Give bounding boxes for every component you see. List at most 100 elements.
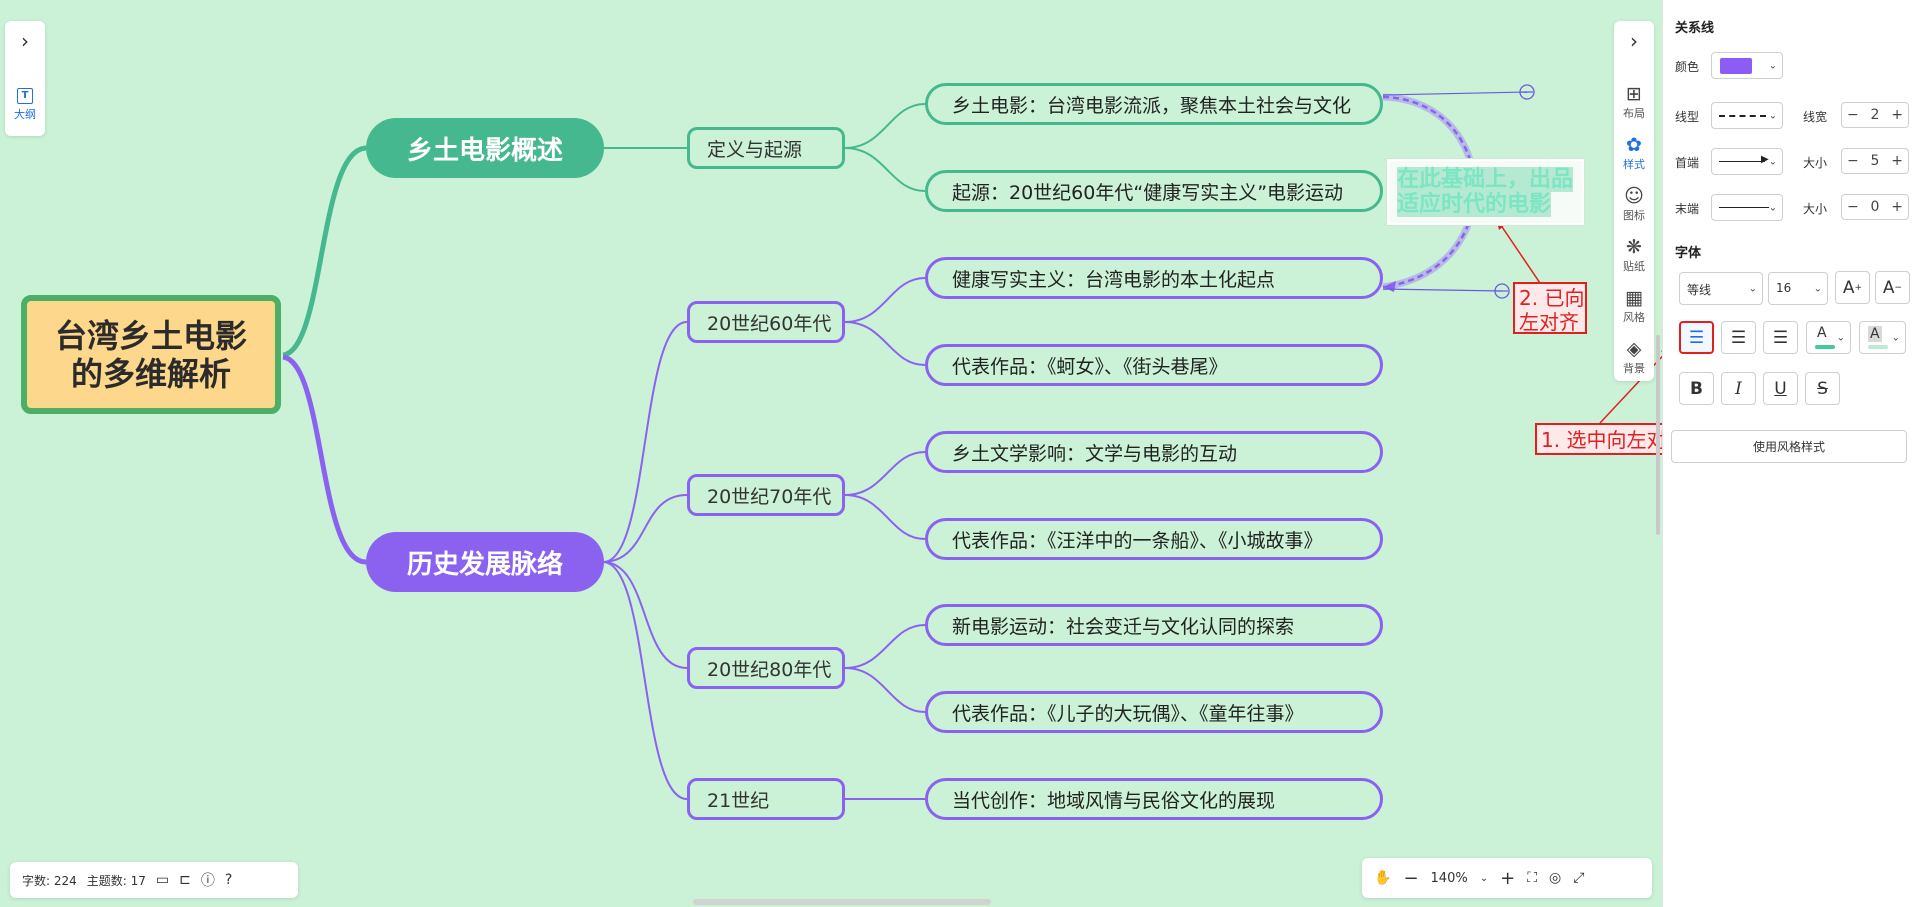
leaf-topic[interactable]: 当代创作：地域风情与民俗文化的展现 — [925, 778, 1383, 820]
decrement-icon[interactable]: − — [1847, 153, 1859, 169]
leaf-topic[interactable]: 代表作品：《蚵女》、《街头巷尾》 — [925, 344, 1383, 386]
strikethrough-button[interactable]: S — [1805, 372, 1840, 405]
chevron-down-icon: ⌄ — [1813, 283, 1822, 294]
help-icon[interactable]: ? — [224, 872, 233, 888]
subtopic-definition[interactable]: 定义与起源 — [687, 127, 845, 169]
font-size-select[interactable]: 16 ⌄ — [1768, 272, 1828, 305]
increment-icon[interactable]: + — [1891, 199, 1903, 215]
leaf-topic[interactable]: 起源：20世纪60年代“健康写实主义”电影运动 — [925, 170, 1383, 212]
info-icon[interactable]: ⓘ — [200, 873, 215, 889]
head-arrow-select[interactable]: ▶ ⌄ — [1711, 148, 1783, 175]
leaf-topic[interactable]: 乡土电影：台湾电影流派，聚焦本土社会与文化 — [925, 83, 1383, 125]
vertical-scrollbar[interactable] — [1656, 335, 1660, 535]
toolbar-theme[interactable]: ▦风格 — [1614, 287, 1654, 325]
outline-icon: T — [17, 88, 33, 104]
line-type-select[interactable]: ⌄ — [1711, 102, 1783, 129]
center-icon[interactable]: ◎ — [1549, 870, 1562, 886]
zoom-dropdown-chevron-icon[interactable]: ⌄ — [1479, 872, 1489, 884]
toolbar-layout[interactable]: ⊞布局 — [1614, 83, 1654, 121]
bold-button[interactable]: B — [1679, 372, 1714, 405]
toolbar-icon[interactable]: ☺图标 — [1614, 185, 1654, 223]
style-panel: 关系线 颜色 ⌄ 线型 ⌄ 线宽 − 2 + 首端 ▶ ⌄ 大小 − 5 + 末… — [1662, 0, 1920, 907]
zoom-out-icon[interactable]: − — [1403, 867, 1419, 889]
outline-label: 大纲 — [14, 108, 36, 121]
toolbar-background[interactable]: ◈背景 — [1614, 338, 1654, 376]
leaf-topic[interactable]: 新电影运动：社会变迁与文化认同的探索 — [925, 604, 1383, 646]
align-right-icon: ☰ — [1772, 327, 1789, 348]
subtopic-21st-century[interactable]: 21世纪 — [687, 778, 845, 820]
align-center-button[interactable]: ☰ — [1721, 321, 1756, 354]
horizontal-scrollbar[interactable] — [693, 899, 991, 905]
subtopic-1980s[interactable]: 20世纪80年代 — [687, 647, 845, 689]
mindmap-canvas[interactable]: 台湾乡土电影的多维解析 乡土电影概述 历史发展脉络 定义与起源 20世纪60年代… — [0, 0, 1662, 907]
align-right-button[interactable]: ☰ — [1763, 321, 1798, 354]
highlight-color-bar — [1868, 345, 1888, 349]
highlight-color-icon: A — [1868, 326, 1882, 342]
relation-line-text[interactable]: 在此基础上，出品 适应时代的电影 — [1386, 158, 1585, 226]
right-toolbar: › ⊞布局 ✿样式 ☺图标 ❋贴纸 ▦风格 ◈背景 — [1614, 21, 1654, 381]
line-color-select[interactable]: ⌄ — [1711, 52, 1783, 79]
leaf-topic[interactable]: 代表作品：《汪洋中的一条船》、《小城故事》 — [925, 518, 1383, 560]
tail-arrow-select[interactable]: ⌄ — [1711, 194, 1783, 221]
highlight-color-select[interactable]: A ⌄ — [1859, 321, 1906, 354]
underline-button[interactable]: U — [1763, 372, 1798, 405]
collapse-panel-chevron-icon[interactable]: › — [1630, 29, 1638, 53]
outline-button[interactable]: T 大纲 — [5, 83, 45, 122]
fit-screen-icon[interactable]: ⛶ — [1527, 870, 1537, 886]
zoom-in-icon[interactable]: + — [1500, 867, 1516, 889]
decrement-icon[interactable]: − — [1847, 199, 1859, 215]
leaf-topic[interactable]: 乡土文学影响：文学与电影的互动 — [925, 431, 1383, 473]
tail-size-stepper[interactable]: − 0 + — [1841, 194, 1909, 220]
hand-tool-icon[interactable]: ✋ — [1374, 870, 1392, 886]
use-theme-style-button[interactable]: 使用风格样式 — [1671, 430, 1907, 463]
zoom-level[interactable]: 140% — [1430, 870, 1468, 886]
left-toolbar: › T 大纲 — [5, 21, 45, 136]
increment-icon[interactable]: + — [1891, 153, 1903, 169]
expand-left-chevron-icon[interactable]: › — [21, 29, 29, 53]
zoom-controls: ✋ − 140% ⌄ + ⛶ ◎ ⤢ — [1362, 858, 1652, 898]
solid-line-preview — [1719, 207, 1769, 208]
head-size-label: 大小 — [1803, 156, 1828, 170]
subtopic-1970s[interactable]: 20世纪70年代 — [687, 474, 845, 516]
font-color-select[interactable]: A ⌄ — [1806, 321, 1851, 354]
line-color-swatch — [1720, 58, 1752, 74]
subtopic-1960s[interactable]: 20世纪60年代 — [687, 301, 845, 343]
line-width-stepper[interactable]: − 2 + — [1841, 102, 1909, 128]
color-label: 颜色 — [1675, 60, 1700, 74]
tail-label: 末端 — [1675, 202, 1700, 216]
increment-icon[interactable]: + — [1891, 107, 1903, 123]
toolbar-sticker[interactable]: ❋贴纸 — [1614, 236, 1654, 274]
head-size-stepper[interactable]: − 5 + — [1841, 148, 1909, 174]
align-left-button[interactable]: ☰ — [1679, 321, 1714, 354]
chevron-down-icon: ⌄ — [1748, 283, 1757, 294]
align-left-icon: ☰ — [1688, 327, 1705, 348]
head-label: 首端 — [1675, 156, 1700, 170]
decrease-font-button[interactable]: A− — [1875, 271, 1910, 304]
font-color-bar — [1815, 345, 1835, 349]
chevron-down-icon: ⌄ — [1891, 332, 1900, 343]
decrement-icon[interactable]: − — [1847, 107, 1859, 123]
status-bar: 字数: 224 主题数: 17 ▭ ⊏ ⓘ ? — [10, 862, 298, 898]
annotation-aligned: 2. 已向左对齐 — [1513, 282, 1587, 334]
chevron-down-icon: ⌄ — [1768, 60, 1777, 71]
palette-icon: ✿ — [1626, 134, 1642, 156]
toolbar-style[interactable]: ✿样式 — [1614, 134, 1654, 172]
line-width-label: 线宽 — [1803, 110, 1828, 124]
leaf-topic[interactable]: 健康写实主义：台湾电影的本土化起点 — [925, 257, 1383, 299]
chevron-down-icon: ⌄ — [1768, 156, 1777, 167]
relation-text-line1: 在此基础上，出品 — [1397, 167, 1574, 192]
sticker-icon: ❋ — [1626, 236, 1642, 258]
root-topic[interactable]: 台湾乡土电影的多维解析 — [21, 295, 281, 414]
font-family-select[interactable]: 等线 ⌄ — [1679, 272, 1763, 305]
main-topic-overview[interactable]: 乡土电影概述 — [366, 118, 604, 178]
italic-button[interactable]: I — [1721, 372, 1756, 405]
fullscreen-icon[interactable]: ⤢ — [1573, 870, 1585, 886]
increase-font-button[interactable]: A+ — [1835, 271, 1870, 304]
leaf-topic[interactable]: 代表作品：《儿子的大玩偶》、《童年往事》 — [925, 691, 1383, 733]
annotation-select-left-align: 1. 选中向左对齐 — [1535, 423, 1662, 455]
main-topic-history[interactable]: 历史发展脉络 — [366, 532, 604, 592]
structure-icon[interactable]: ⊏ — [179, 872, 191, 888]
line-type-label: 线型 — [1675, 110, 1700, 124]
minimap-icon[interactable]: ▭ — [155, 872, 170, 888]
tail-size-label: 大小 — [1803, 202, 1828, 216]
